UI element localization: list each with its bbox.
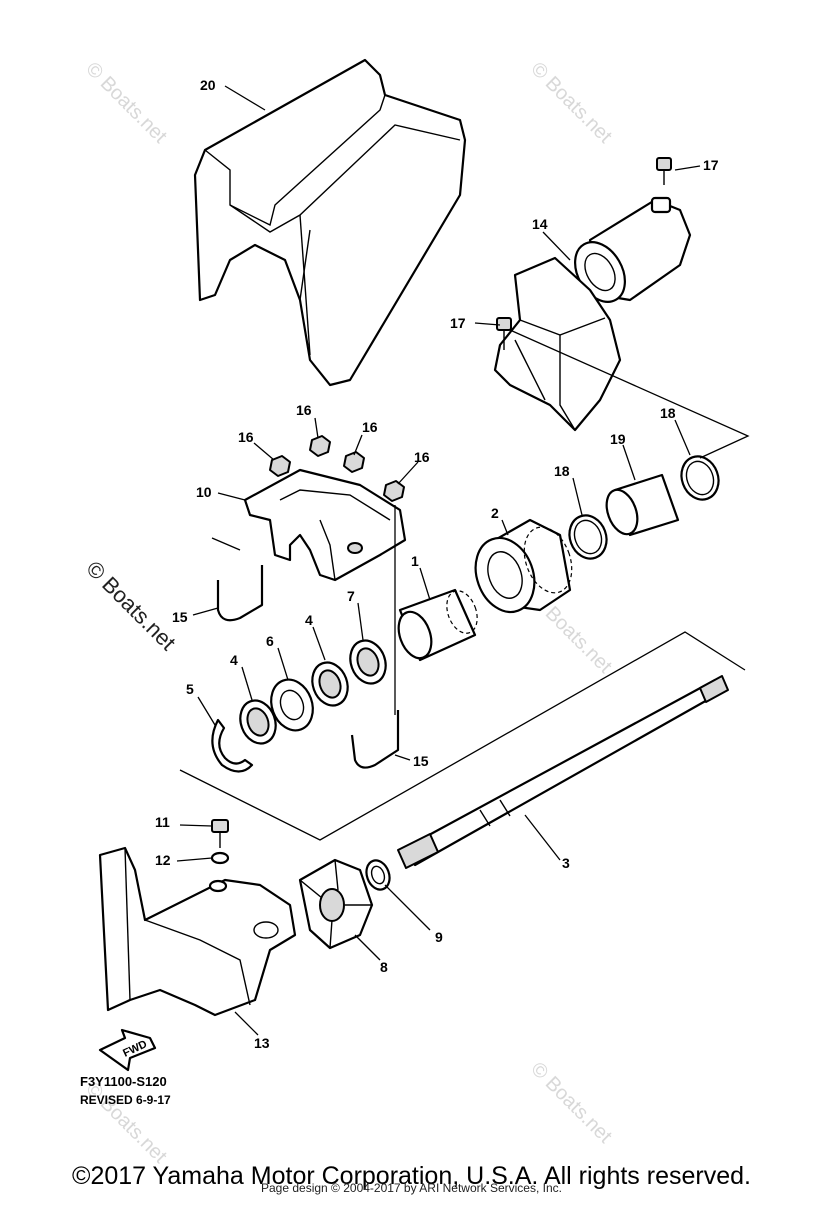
part-3-shaft <box>397 675 729 869</box>
revision-label: REVISED 6-9-17 <box>80 1093 171 1107</box>
callout-10: 10 <box>196 484 212 500</box>
watermark: © Boats.net <box>81 1078 171 1168</box>
part-17-bolt-side <box>496 317 512 350</box>
callout-13: 13 <box>254 1035 270 1051</box>
watermark: © Boats.net <box>526 58 616 148</box>
callout-14: 14 <box>532 216 548 232</box>
part-5-circlip <box>211 718 254 773</box>
watermark: © Boats.net <box>81 58 171 148</box>
part-18-clamp <box>568 514 608 560</box>
callout-7: 7 <box>347 588 355 604</box>
callout-20: 20 <box>200 77 216 93</box>
callout-12: 12 <box>155 852 171 868</box>
part-4-seal <box>311 661 349 707</box>
callout-16: 16 <box>238 429 254 445</box>
watermark: © Boats.net <box>526 1058 616 1148</box>
part-16-nut <box>309 435 331 457</box>
callout-18: 18 <box>554 463 570 479</box>
part-4-seal <box>239 699 277 745</box>
callout-16: 16 <box>296 402 312 418</box>
callout-6: 6 <box>266 633 274 649</box>
part-10-holder <box>243 468 407 582</box>
diagram-code: F3Y1100-S120 <box>80 1074 167 1089</box>
callout-1: 1 <box>411 553 419 569</box>
callout-18: 18 <box>660 405 676 421</box>
part-18-clamp <box>680 455 720 501</box>
callout-19: 19 <box>610 431 626 447</box>
callout-5: 5 <box>186 681 194 697</box>
callout-3: 3 <box>562 855 570 871</box>
part-1-sleeve <box>397 588 478 662</box>
alignment-line <box>509 329 750 459</box>
part-11-bolt <box>211 819 229 848</box>
callout-17: 17 <box>450 315 466 331</box>
copyright-notice: ©2017 Yamaha Motor Corporation, U.S.A. A… <box>72 1162 751 1190</box>
callout-11: 11 <box>155 814 170 830</box>
part-19-hose <box>605 473 680 537</box>
part-16-nut <box>269 455 291 477</box>
part-9-washer <box>365 859 391 891</box>
part-8-impeller <box>298 858 374 950</box>
part-17-bolt-top <box>656 157 672 185</box>
part-13-duct <box>98 846 297 1017</box>
fwd-arrow-icon: FWD <box>98 1028 157 1072</box>
callout-9: 9 <box>435 929 443 945</box>
part-16-nut <box>343 451 365 473</box>
part-7-seal <box>349 639 387 685</box>
part-14-bracket <box>493 196 692 432</box>
part-16-nut <box>383 480 405 502</box>
part-15-u-bolt <box>216 565 264 622</box>
callout-4: 4 <box>305 612 313 628</box>
callout-8: 8 <box>380 959 388 975</box>
callout-2: 2 <box>491 505 499 521</box>
callout-17: 17 <box>703 157 719 173</box>
part-2-damper <box>474 518 573 614</box>
page-design-credit: Page design © 2004-2017 by ARI Network S… <box>260 1181 562 1195</box>
part-12-washer <box>210 851 230 865</box>
callout-16: 16 <box>362 419 378 435</box>
callout-15: 15 <box>413 753 429 769</box>
alignment-line <box>179 631 746 841</box>
callout-16: 16 <box>414 449 430 465</box>
callout-4: 4 <box>230 652 238 668</box>
part-15-u-bolt <box>350 710 400 769</box>
callout-15: 15 <box>172 609 188 625</box>
watermark: © Boats.net <box>81 556 180 655</box>
part-20-cover <box>193 58 467 387</box>
alignment-line <box>211 537 241 551</box>
